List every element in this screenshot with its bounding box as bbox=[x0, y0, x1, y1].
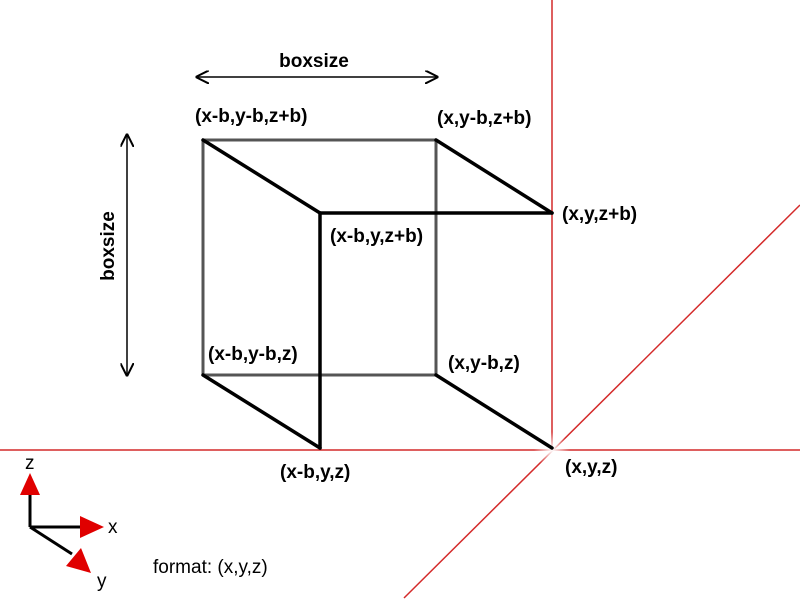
edge-top-left-depth bbox=[201, 138, 322, 215]
z-axis-label: z bbox=[25, 453, 35, 474]
cube-back-edges bbox=[201, 138, 438, 377]
vertex-label-front-bottom-left: (x-b,y,z) bbox=[280, 462, 350, 483]
vertex-label-front-top-left: (x-b,y,z+b) bbox=[330, 226, 423, 247]
cube-front-edges bbox=[201, 138, 554, 450]
format-note: format: (x,y,z) bbox=[153, 557, 268, 578]
boxsize-top-label: boxsize bbox=[279, 51, 349, 72]
edge-top-right-depth bbox=[434, 138, 554, 215]
z-axis-arrow-icon bbox=[20, 473, 40, 495]
vertex-label-front-top-right: (x,y,z+b) bbox=[562, 204, 637, 225]
x-axis-label: x bbox=[108, 517, 118, 538]
vertex-label-origin: (x,y,z) bbox=[565, 457, 617, 478]
edge-bottom-left-depth bbox=[201, 373, 322, 450]
y-axis-arrow-icon bbox=[66, 548, 91, 573]
boxsize-side-label: boxsize bbox=[98, 211, 119, 281]
vertex-label-back-bottom-right: (x,y-b,z) bbox=[448, 353, 520, 374]
y-axis-label: y bbox=[97, 571, 107, 592]
x-axis-arrow-icon bbox=[80, 516, 104, 538]
diagonal-guide-line bbox=[403, 204, 800, 599]
vertex-label-back-top-right: (x,y-b,z+b) bbox=[437, 108, 531, 129]
y-axis-line bbox=[29, 525, 73, 556]
vertex-label-back-top-left: (x-b,y-b,z+b) bbox=[195, 106, 307, 127]
axis-triad: z x y bbox=[20, 453, 118, 592]
vertex-label-back-bottom-left: (x-b,y-b,z) bbox=[208, 344, 298, 365]
edge-bottom-right-depth bbox=[434, 373, 554, 450]
